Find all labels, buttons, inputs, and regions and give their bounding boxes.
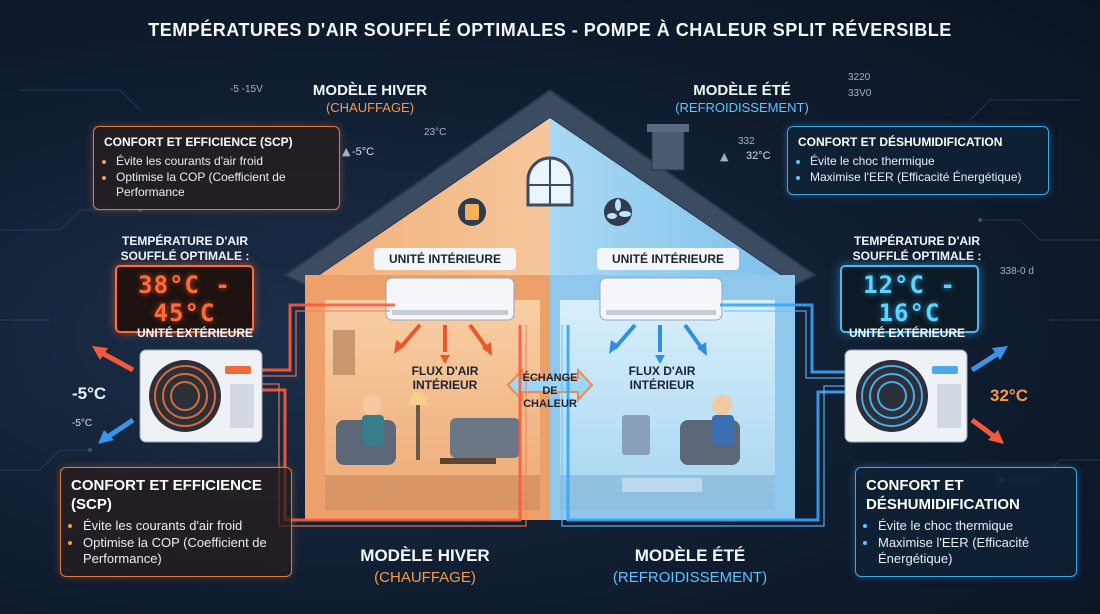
summer-temp-display: 12°C - 16°C xyxy=(840,265,979,333)
indoor-unit-cool xyxy=(599,277,723,321)
winter-outdoor-temp-small: -5°C xyxy=(72,418,93,429)
summer-deco-text-2: 33V0 xyxy=(848,88,872,99)
summer-bottom-subtitle: (REFROIDISSEMENT) xyxy=(612,569,768,586)
winter-top-benefit-item: Optimise la COP (Coefficient de Performa… xyxy=(116,170,329,200)
summer-bottom-title: MODÈLE ÉTÉ xyxy=(634,546,746,565)
summer-top-benefits-box: CONFORT ET DÉSHUMIDIFICATION Évite le ch… xyxy=(787,126,1049,195)
summer-bottom-benefits-heading: CONFORT ET DÉSHUMIDIFICATION xyxy=(866,477,1020,513)
svg-text:▲: ▲ xyxy=(342,145,351,158)
summer-bottom-benefit-item: Évite le choc thermique xyxy=(878,518,1066,534)
summer-mode-title: MODÈLE ÉTÉ xyxy=(693,82,791,99)
summer-bottom-benefits-box: CONFORT ET DÉSHUMIDIFICATION Évite le ch… xyxy=(855,467,1077,577)
picture-frame xyxy=(333,330,355,375)
summer-top-benefit-item: Maximise l'EER (Efficacité Énergétique) xyxy=(810,170,1038,185)
winter-temp-label: TEMPÉRATURE D'AIR SOUFFLÉ OPTIMALE : xyxy=(120,234,250,263)
summer-mode-subtitle: (REFROIDISSEMENT) xyxy=(675,100,809,115)
winter-mode-title: MODÈLE HIVER xyxy=(312,82,428,99)
winter-bottom-subtitle: (CHAUFFAGE) xyxy=(374,569,476,586)
rug-cool xyxy=(622,478,702,492)
warm-airflow-arrows xyxy=(398,323,490,352)
summer-outdoor-temp: 32°C xyxy=(990,386,1028,405)
floor-warm xyxy=(325,475,540,510)
summer-bottom-benefit-item: Maximise l'EER (Efficacité Énergétique) xyxy=(878,535,1066,567)
svg-text:▲: ▲ xyxy=(720,150,729,163)
summer-outdoor-unit-label: UNITÉ EXTÉRIEURE xyxy=(848,326,965,340)
chair-cool xyxy=(622,415,650,455)
refrigerant-pipe-cool xyxy=(566,303,845,522)
summer-top-benefit-item: Évite le choc thermique xyxy=(810,154,1038,169)
sofa-warm xyxy=(450,418,520,458)
gable-cool xyxy=(550,118,795,285)
person-warm xyxy=(362,395,382,415)
winter-top-benefits-heading: CONFORT ET EFFICIENCE (SCP) xyxy=(104,135,293,149)
winter-thermo-reading: -5°C xyxy=(352,146,375,158)
winter-bottom-benefit-item: Évite les courants d'air froid xyxy=(83,518,281,534)
summer-thermo-reading: 32°C xyxy=(746,150,771,162)
diagram-title: TEMPÉRATURES D'AIR SOUFFLÉ OPTIMALES - P… xyxy=(148,20,952,40)
winter-top-benefit-item: Évite les courants d'air froid xyxy=(116,154,329,169)
heat-exchange-label: ÉCHANGE DE CHALEUR xyxy=(522,372,578,410)
indoor-airflow-label-warm: FLUX D'AIR INTÉRIEUR xyxy=(411,364,479,392)
summer-top-benefits-heading: CONFORT ET DÉSHUMIDIFICATION xyxy=(798,135,1003,149)
winter-outdoor-unit-label: UNITÉ EXTÉRIEURE xyxy=(136,326,253,340)
coffee-table xyxy=(440,458,496,464)
winter-deco-text: -5 -15V xyxy=(230,84,263,95)
winter-top-benefits-box: CONFORT ET EFFICIENCE (SCP) Évite les co… xyxy=(93,126,340,210)
gable-warm xyxy=(305,118,550,285)
fan-icon xyxy=(604,198,632,226)
indoor-unit-warm xyxy=(385,277,515,321)
summer-deco-text-1: 3220 xyxy=(848,72,871,83)
outdoor-arrows-warm xyxy=(92,346,135,444)
winter-bottom-benefit-item: Optimise la COP (Coefficient de Performa… xyxy=(83,535,281,567)
winter-bottom-benefits-heading: CONFORT ET EFFICIENCE (SCP) xyxy=(71,477,262,513)
winter-bottom-title: MODÈLE HIVER xyxy=(360,546,490,565)
winter-outdoor-temp: -5°C xyxy=(72,384,107,403)
indoor-unit-label-cool: UNITÉ INTÉRIEURE xyxy=(597,248,739,270)
heat-exchange-arrow xyxy=(506,367,594,403)
summer-deco-text-3: 338-0 d xyxy=(1000,266,1034,277)
cool-airflow-arrows xyxy=(613,323,705,352)
indoor-airflow-label-cool: FLUX D'AIR INTÉRIEUR xyxy=(628,364,696,392)
outdoor-arrows-cool xyxy=(970,346,1008,444)
chimney xyxy=(651,127,685,171)
winter-thermo-reading-2: 23°C xyxy=(424,127,447,138)
person-cool xyxy=(712,395,732,415)
summer-thermo-reading-2: 332 xyxy=(738,136,755,147)
summer-temp-label: TEMPÉRATURE D'AIR SOUFFLÉ OPTIMALE : xyxy=(852,234,982,263)
winter-bottom-benefits-box: CONFORT ET EFFICIENCE (SCP) Évite les co… xyxy=(60,467,292,577)
winter-temp-display: 38°C - 45°C xyxy=(115,265,254,333)
winter-mode-subtitle: (CHAUFFAGE) xyxy=(325,100,415,115)
chimney-cap xyxy=(647,124,689,132)
floor-lamp xyxy=(416,405,420,460)
indoor-unit-label-warm: UNITÉ INTÉRIEURE xyxy=(374,248,516,270)
